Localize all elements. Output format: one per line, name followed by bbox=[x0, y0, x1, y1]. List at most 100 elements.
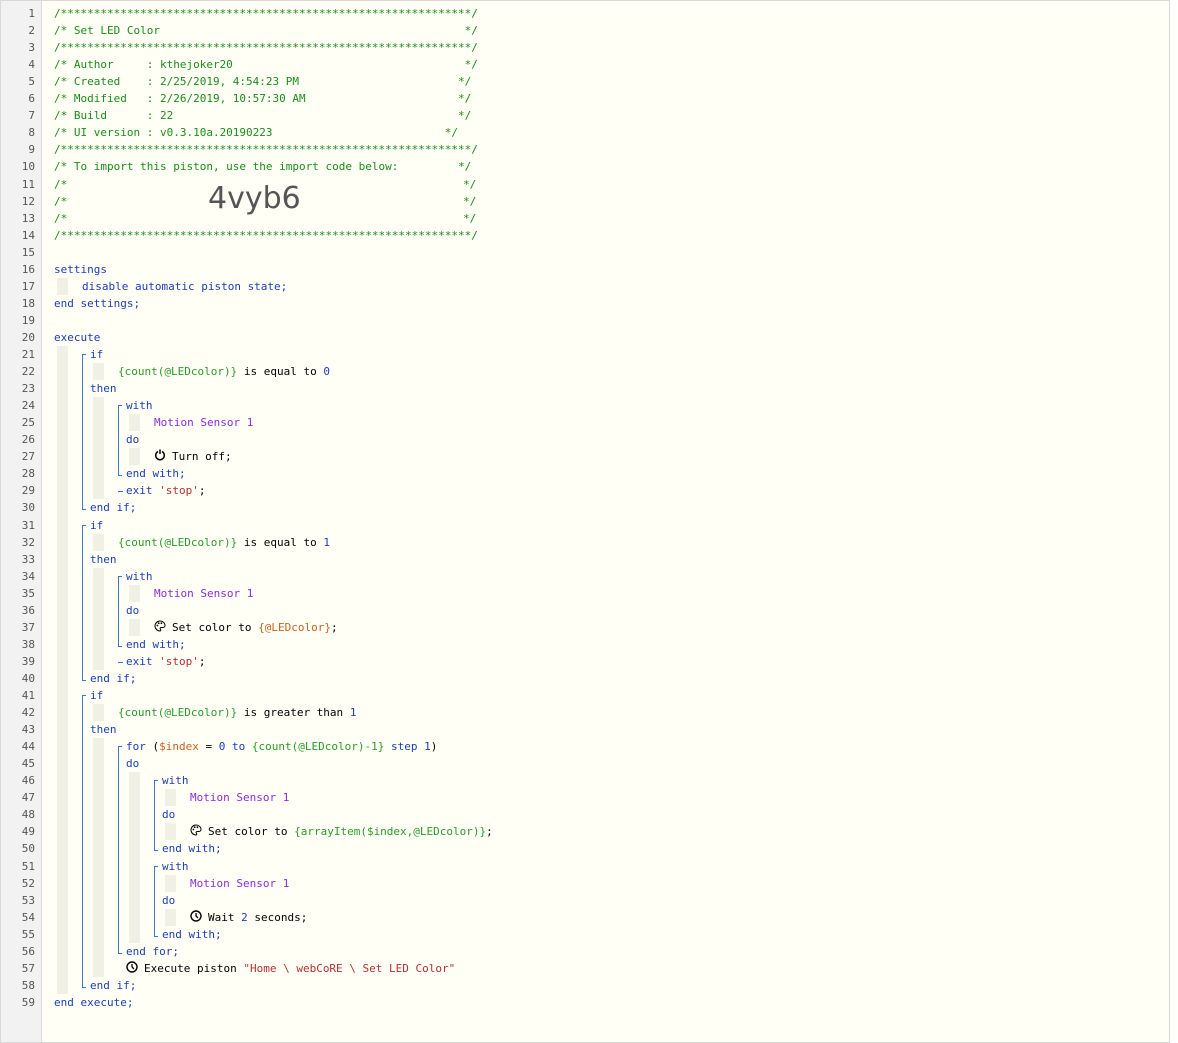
code-line-57: Execute piston "Home \ webCoRE \ Set LED… bbox=[144, 962, 455, 975]
action-set-color[interactable]: Set color to bbox=[208, 825, 295, 839]
line-number: 34 bbox=[21, 569, 35, 583]
line-number: 21 bbox=[21, 348, 35, 361]
code-line-26: do bbox=[126, 433, 139, 446]
device-motion-sensor[interactable]: Motion Sensor 1 bbox=[190, 791, 290, 805]
punctuation: ; bbox=[198, 654, 206, 668]
device-motion-sensor[interactable]: Motion Sensor 1 bbox=[190, 876, 290, 890]
condition-expression: {count(@LEDcolor)} bbox=[118, 706, 238, 720]
keyword-then: then bbox=[90, 723, 117, 737]
code-line-9: /***************************************… bbox=[54, 143, 478, 156]
keyword-end-for: end for; bbox=[126, 944, 179, 958]
line-number: 49 bbox=[21, 825, 35, 839]
number-literal: 1 bbox=[323, 535, 330, 549]
header-comment: */ bbox=[463, 194, 477, 208]
code-line-6: /* Modified : 2/26/2019, 10:57:30 AM */ bbox=[54, 92, 471, 105]
bracket-tick bbox=[154, 865, 158, 867]
action-turn-off[interactable]: Turn off; bbox=[172, 450, 232, 464]
line-number: 4 bbox=[28, 58, 35, 72]
code-line-43: then bbox=[90, 723, 117, 736]
line-number: 42 bbox=[21, 706, 35, 720]
device-motion-sensor[interactable]: Motion Sensor 1 bbox=[154, 416, 254, 430]
action-wait[interactable]: Wait bbox=[208, 910, 242, 924]
code-line-28: end with; bbox=[126, 467, 186, 480]
block-bracket bbox=[118, 575, 119, 646]
keyword-then: then bbox=[90, 382, 117, 396]
code-line-12: /* bbox=[54, 195, 67, 208]
array-item-expression: {arrayItem($index,@LEDcolor)} bbox=[294, 825, 487, 839]
line-number: 41 bbox=[21, 689, 35, 702]
code-line-30: end if; bbox=[90, 501, 136, 514]
line-number: 14 bbox=[21, 228, 35, 242]
comparison-operator: is equal to bbox=[237, 365, 324, 379]
action-execute-piston[interactable]: Execute piston bbox=[144, 961, 244, 975]
bracket-tick bbox=[154, 780, 158, 782]
code-line-23: then bbox=[90, 382, 117, 395]
keyword-exit: exit bbox=[126, 654, 160, 668]
line-number: 3 bbox=[28, 41, 35, 55]
code-line-10: /* To import this piston, use the import… bbox=[54, 160, 471, 173]
string-literal: "Home \ webCoRE \ Set LED Color" bbox=[243, 961, 456, 975]
code-line-58: end if; bbox=[90, 979, 136, 992]
keyword-with: with bbox=[162, 774, 189, 788]
line-number: 25 bbox=[21, 416, 35, 430]
bracket-tick bbox=[82, 509, 86, 511]
time-unit: seconds; bbox=[247, 910, 308, 924]
variable-expression: {@LEDcolor} bbox=[258, 620, 331, 634]
line-number: 59 bbox=[21, 995, 35, 1009]
header-comment: /* bbox=[54, 211, 68, 225]
bracket-tick bbox=[118, 575, 122, 577]
line-number: 52 bbox=[21, 876, 35, 890]
block-bracket bbox=[154, 780, 155, 851]
line-number: 11 bbox=[21, 177, 35, 191]
line-number: 23 bbox=[21, 382, 35, 396]
line-number: 40 bbox=[21, 671, 35, 685]
keyword-settings: settings bbox=[54, 262, 107, 276]
code-line-13: /* bbox=[54, 212, 67, 225]
bracket-tick bbox=[82, 524, 86, 526]
line-number: 58 bbox=[21, 978, 35, 992]
bracket-tick bbox=[118, 952, 122, 954]
line-number: 53 bbox=[21, 893, 35, 907]
code-line-11: */ bbox=[463, 178, 476, 191]
number-literal: 0 bbox=[323, 365, 330, 379]
keyword-end-with: end with; bbox=[162, 842, 222, 856]
code-line-18: end settings; bbox=[54, 297, 140, 310]
bracket-tick bbox=[82, 986, 86, 988]
code-line-54: Wait 2 seconds; bbox=[208, 911, 307, 924]
code-line-38: end with; bbox=[126, 638, 186, 651]
action-set-color[interactable]: Set color to bbox=[172, 620, 259, 634]
code-line-5: /* Created : 2/25/2019, 4:54:23 PM */ bbox=[54, 75, 471, 88]
palette-icon bbox=[154, 620, 166, 632]
keyword-do: do bbox=[126, 603, 140, 617]
header-comment: /* To import this piston, use the import… bbox=[54, 160, 472, 174]
line-number: 29 bbox=[21, 484, 35, 498]
line-number: 12 bbox=[21, 194, 35, 208]
clock-icon bbox=[190, 909, 202, 922]
code-line-20: execute bbox=[54, 331, 100, 344]
code-line-16: settings bbox=[54, 263, 107, 276]
indent-guide bbox=[57, 346, 68, 994]
line-number: 19 bbox=[21, 313, 35, 327]
header-comment: /* bbox=[54, 194, 68, 208]
number-literal: 0 bbox=[218, 740, 226, 754]
code-line-31: if bbox=[90, 519, 103, 532]
keyword-end-with: end with; bbox=[126, 637, 186, 651]
line-number: 27 bbox=[21, 450, 35, 464]
keyword-with: with bbox=[126, 569, 153, 583]
punctuation: ( bbox=[145, 740, 160, 754]
indent-guide bbox=[129, 618, 140, 636]
code-line-17: disable automatic piston state; bbox=[82, 280, 287, 293]
keyword-do: do bbox=[126, 757, 140, 771]
settings-option: disable automatic piston state; bbox=[82, 279, 288, 293]
line-number: 44 bbox=[21, 740, 35, 754]
header-comment: /* bbox=[54, 177, 68, 191]
block-bracket bbox=[82, 354, 83, 510]
keyword-do: do bbox=[162, 893, 176, 907]
line-number: 9 bbox=[28, 143, 35, 157]
code-line-45: do bbox=[126, 757, 139, 770]
indent-guide bbox=[129, 772, 140, 943]
keyword-for: for bbox=[126, 740, 146, 754]
keyword-to: to bbox=[232, 740, 246, 754]
device-motion-sensor[interactable]: Motion Sensor 1 bbox=[154, 586, 254, 600]
